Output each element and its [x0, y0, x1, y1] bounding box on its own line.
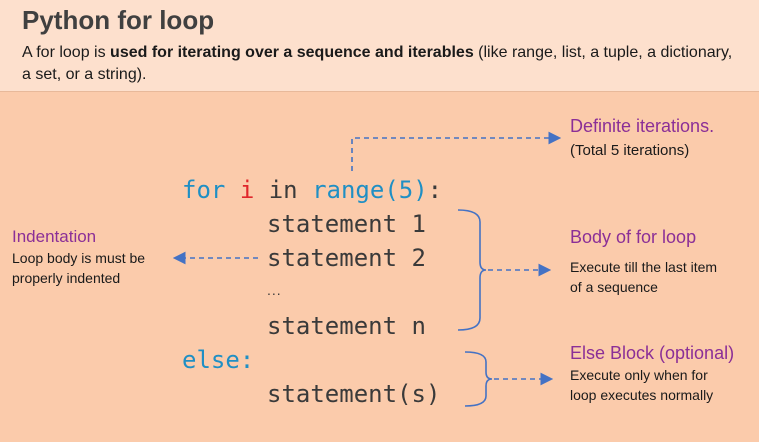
range-connector-line — [351, 131, 562, 171]
body-line-1: Execute till the last item — [570, 259, 718, 275]
definite-iterations-title: Definite iterations. — [570, 116, 715, 136]
description-bold: used for iterating over a sequence and i… — [110, 44, 474, 61]
statement-n: statement n — [267, 312, 426, 340]
header-banner: Python for loop A for loop is used for i… — [0, 0, 759, 92]
ellipsis: ... — [267, 282, 282, 298]
body-title: Body of for loop — [570, 227, 697, 247]
body-brace — [457, 209, 487, 331]
loop-variable: i — [239, 176, 255, 204]
for-keyword: for — [182, 176, 226, 204]
range-call: range(5) — [312, 176, 428, 204]
else-block-line-1: Execute only when for — [570, 367, 708, 383]
statement-1: statement 1 — [267, 210, 426, 238]
statement-2: statement 2 — [267, 244, 426, 272]
else-block-title: Else Block (optional) — [570, 343, 735, 363]
indentation-line-1: Loop body is must be — [12, 250, 146, 266]
definite-iterations-text: (Total 5 iterations) — [570, 142, 690, 159]
else-block-line-2: loop executes normally — [570, 387, 714, 403]
description-prefix: A for loop is — [22, 44, 111, 61]
in-keyword: in — [268, 176, 298, 204]
for-line: for i in range(5): — [182, 176, 442, 204]
description-suffix: (like range, list, a tuple, a dictionary… — [22, 44, 733, 83]
for-colon: : — [427, 176, 443, 204]
indentation-title: Indentation — [12, 227, 97, 246]
else-brace — [464, 351, 493, 407]
description: A for loop is used for iterating over a … — [22, 42, 742, 86]
indentation-line-2: properly indented — [12, 270, 121, 286]
else-keyword: else: — [182, 346, 255, 374]
page-title: Python for loop — [22, 5, 215, 35]
body-line-2: of a sequence — [570, 279, 658, 295]
else-statement: statement(s) — [267, 380, 441, 408]
